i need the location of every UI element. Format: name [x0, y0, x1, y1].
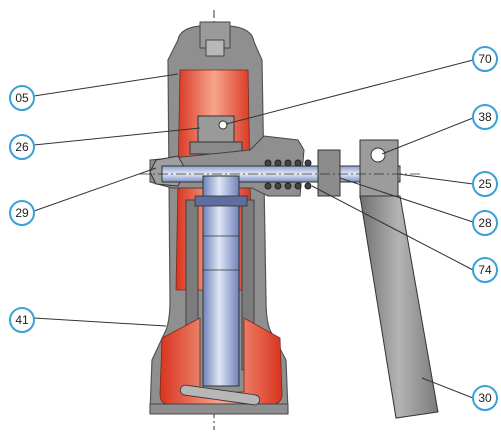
- release-valve-body: [197, 115, 235, 143]
- leader-41: [33, 317, 167, 327]
- callout-label-28: 28: [478, 216, 492, 230]
- callout-25: 25: [472, 171, 498, 197]
- callout-26: 26: [9, 134, 35, 160]
- callout-label-30: 30: [478, 391, 492, 405]
- leader-29: [33, 167, 157, 212]
- callout-05: 05: [9, 85, 35, 111]
- plunger-spring: [264, 159, 312, 190]
- leader-30: [421, 377, 474, 399]
- leader-25: [397, 173, 474, 185]
- leader-74: [311, 185, 474, 271]
- callout-label-25: 25: [478, 177, 492, 191]
- leader-28: [339, 177, 474, 223]
- callout-label-05: 05: [15, 91, 29, 105]
- release-valve-ball: [218, 120, 228, 130]
- callout-70: 70: [472, 46, 498, 72]
- base-rod: [179, 384, 261, 406]
- piston-head: [194, 195, 248, 207]
- callout-38: 38: [472, 104, 498, 130]
- main-piston-ram: [202, 175, 240, 387]
- leader-05: [33, 73, 179, 97]
- top-cap-nut: [205, 39, 225, 57]
- pump-handle: [359, 195, 439, 419]
- callout-label-70: 70: [478, 52, 492, 66]
- callout-label-41: 41: [15, 313, 29, 327]
- callout-label-74: 74: [478, 263, 492, 277]
- callout-41: 41: [9, 307, 35, 333]
- callout-28: 28: [472, 210, 498, 236]
- leader-38: [381, 117, 474, 155]
- callout-30: 30: [472, 385, 498, 411]
- handle-pin: [370, 147, 386, 163]
- leader-70: [225, 59, 474, 125]
- callout-29: 29: [9, 200, 35, 226]
- callout-74: 74: [472, 257, 498, 283]
- callout-label-29: 29: [15, 206, 29, 220]
- leader-lines: [33, 59, 474, 399]
- base-plate: [149, 403, 289, 415]
- callout-label-26: 26: [15, 140, 29, 154]
- callout-label-38: 38: [478, 110, 492, 124]
- leader-26: [33, 127, 201, 146]
- gland-nut: [317, 149, 341, 197]
